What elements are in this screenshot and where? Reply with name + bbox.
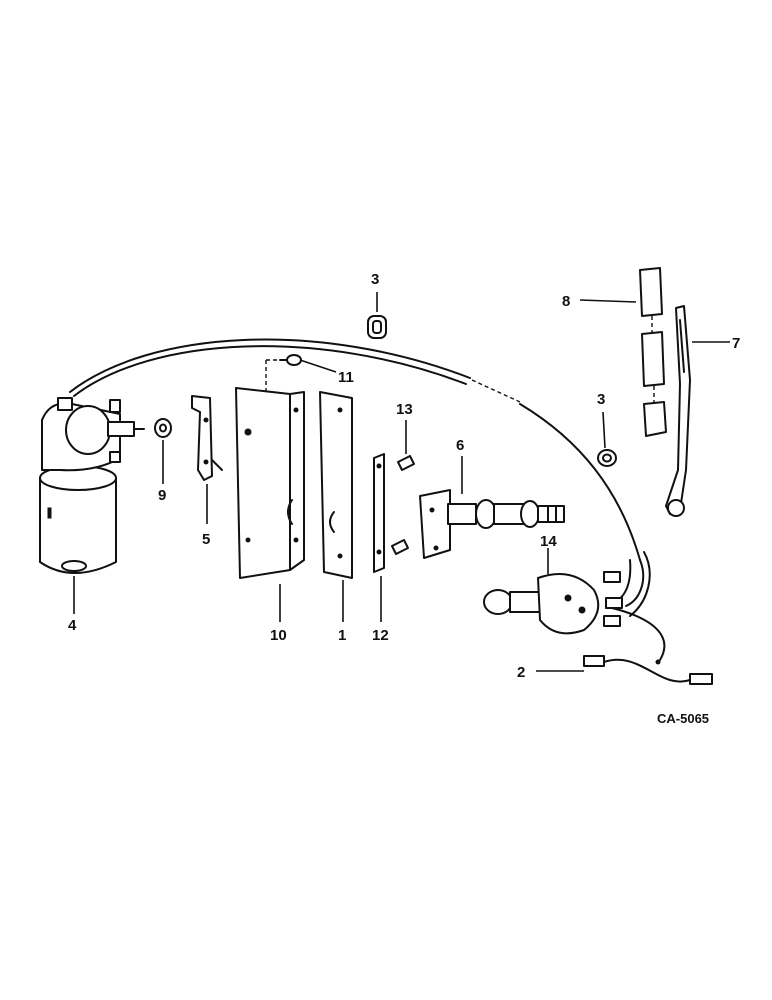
- mounting-plate: [319, 391, 353, 579]
- pivot-shaft: [419, 489, 565, 559]
- wiper-motor: [39, 397, 145, 574]
- washer: [154, 418, 172, 438]
- wiper-cable: [69, 338, 651, 617]
- callout-13: 13: [396, 401, 413, 418]
- wiper-blade: [639, 267, 667, 437]
- callout-3-upper: 3: [371, 271, 379, 288]
- callout-12: 12: [372, 627, 389, 644]
- callout-7: 7: [732, 335, 740, 352]
- callout-10: 10: [270, 627, 287, 644]
- leader-lines: [73, 292, 730, 672]
- link-clip: [191, 395, 223, 481]
- grommet-right: [597, 449, 617, 467]
- callout-2: 2: [517, 664, 525, 681]
- nut: [391, 455, 415, 555]
- callout-9: 9: [158, 487, 166, 504]
- callout-5: 5: [202, 531, 210, 548]
- callout-4: 4: [68, 617, 77, 634]
- callout-8: 8: [562, 293, 570, 310]
- wiper-arm: [665, 305, 691, 517]
- jumper-wire: [583, 607, 713, 685]
- drawing-code: CA-5065: [657, 711, 709, 726]
- callout-3-right: 3: [597, 391, 605, 408]
- mounting-bracket: [235, 387, 305, 579]
- spacer-bar: [373, 453, 385, 573]
- wiper-switch: [483, 571, 623, 635]
- callout-1: 1: [338, 627, 346, 644]
- callout-11: 11: [338, 369, 354, 386]
- callout-14: 14: [540, 533, 557, 550]
- grommet-upper: [367, 315, 387, 339]
- callout-6: 6: [456, 437, 464, 454]
